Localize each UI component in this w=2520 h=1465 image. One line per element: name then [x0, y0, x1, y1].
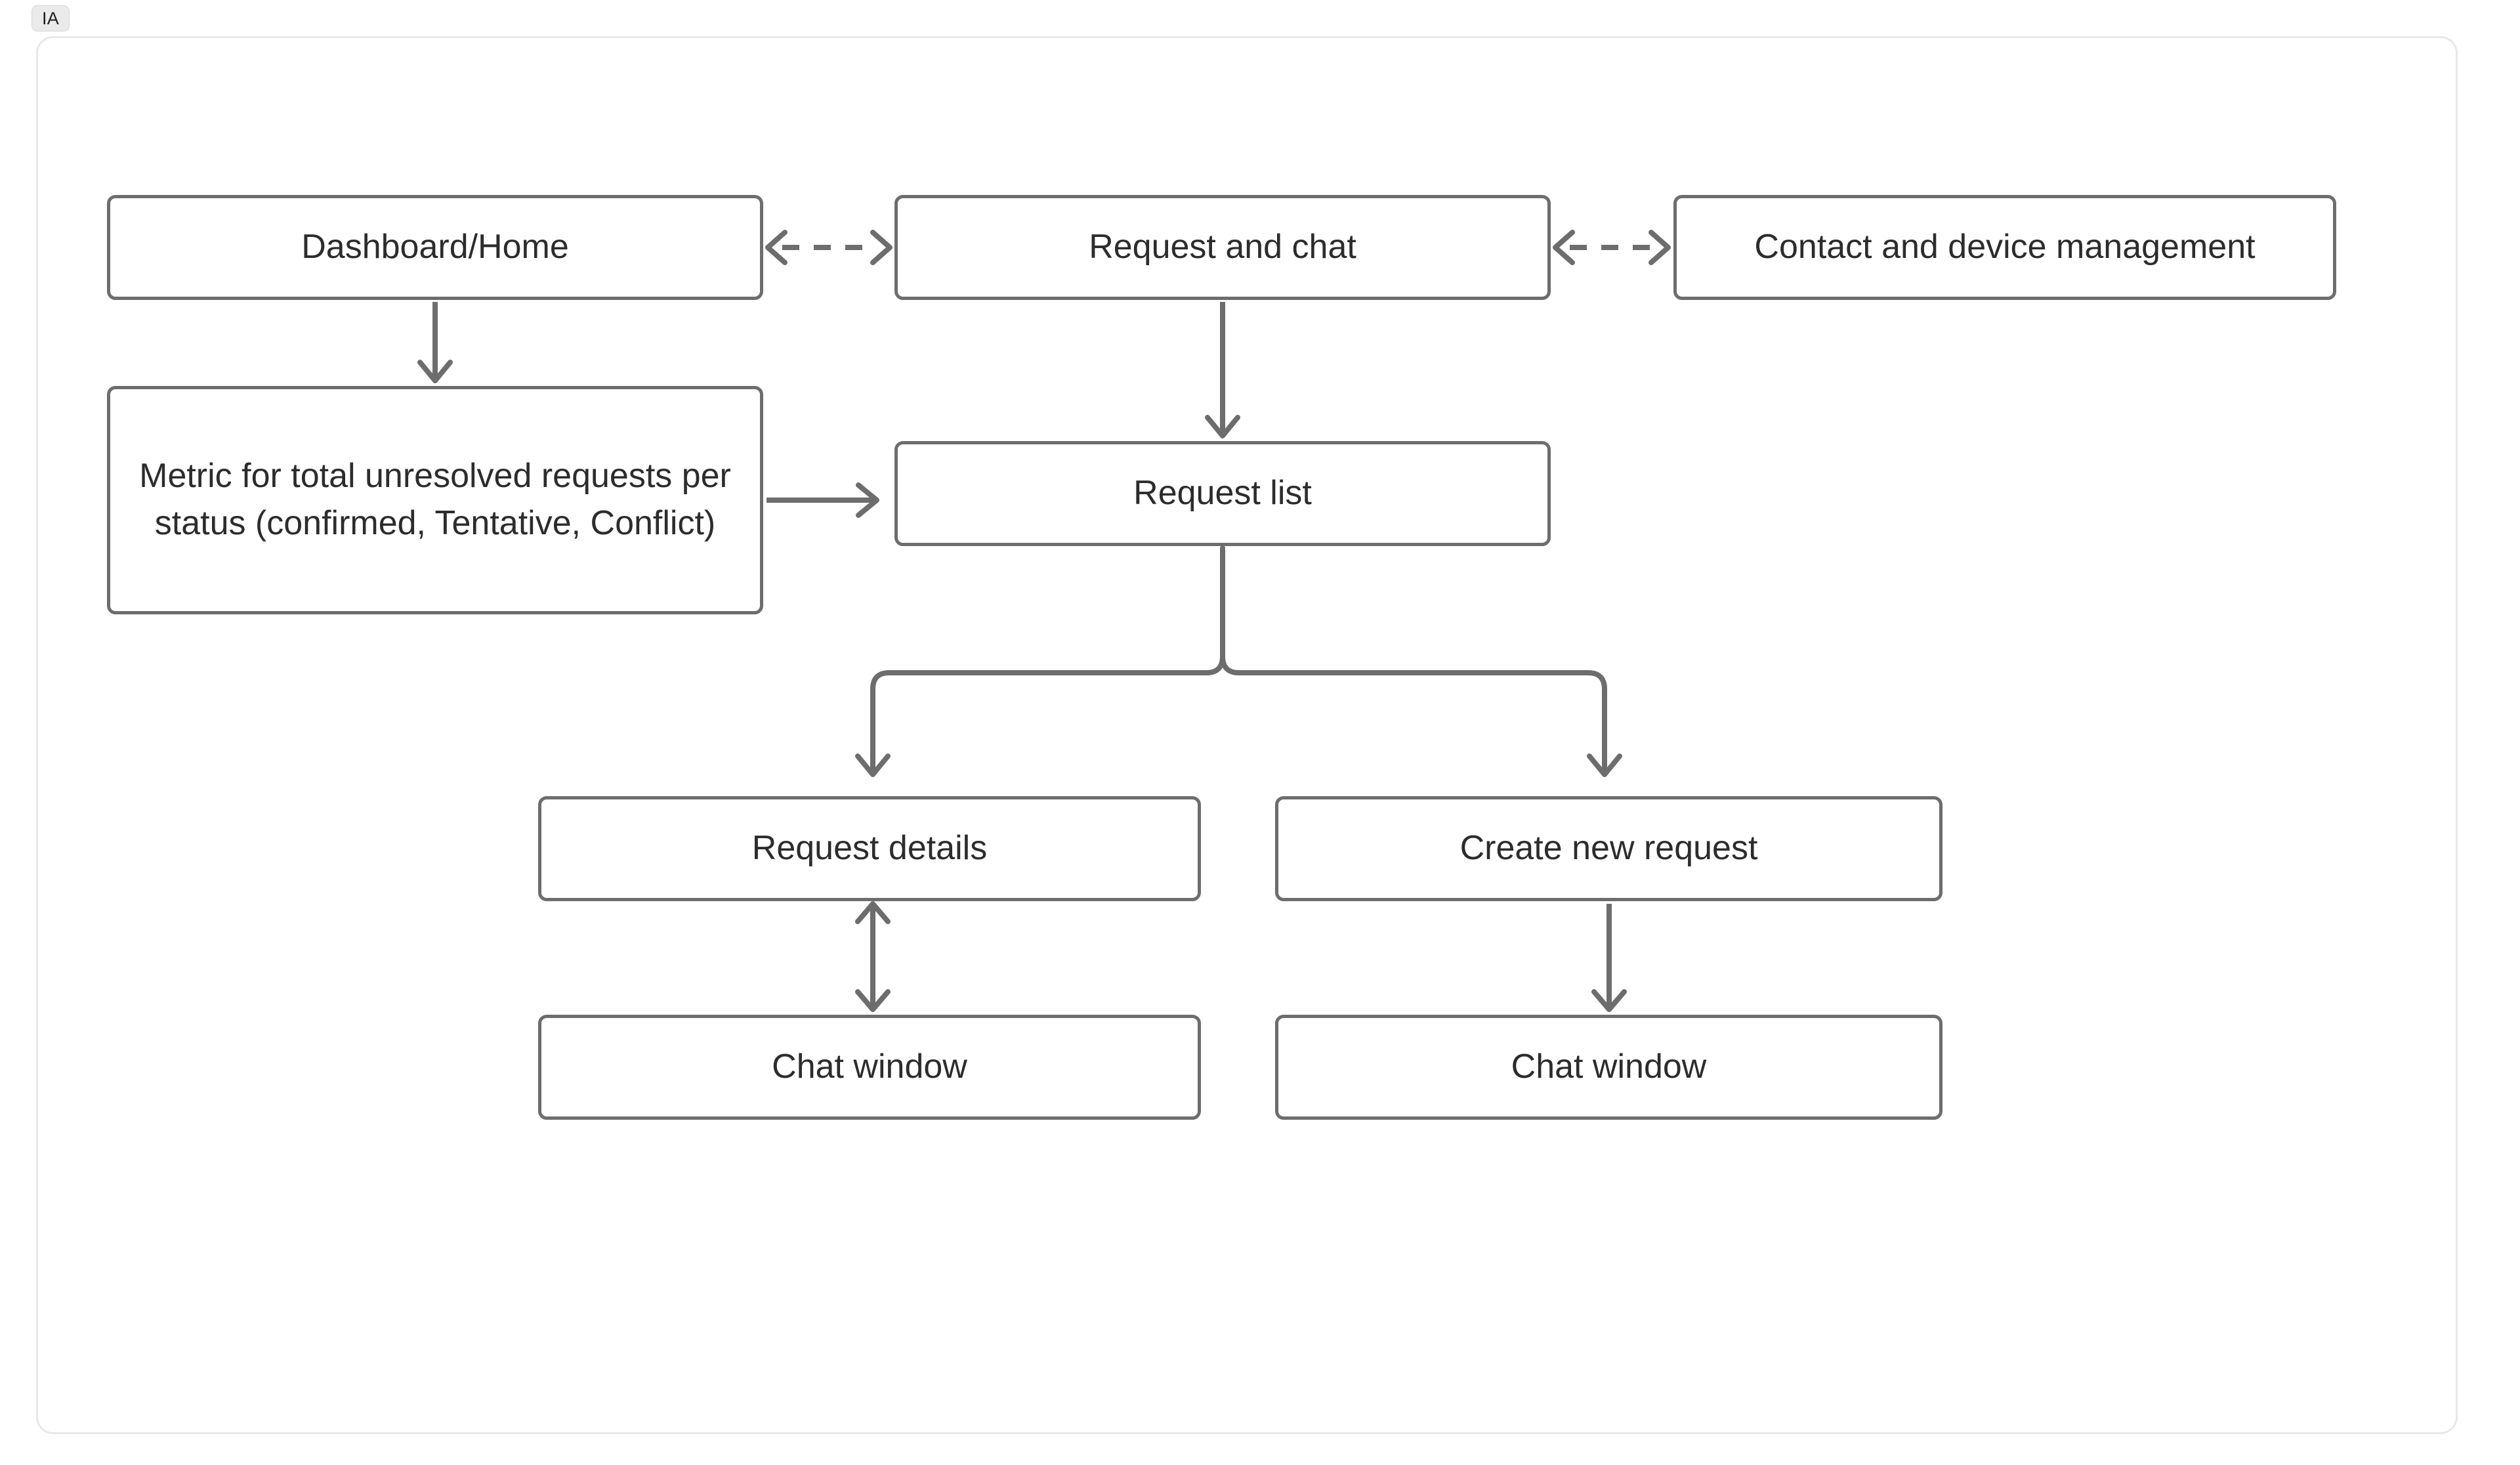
edge-create-request-to-chat-right [1591, 904, 1627, 1012]
node-chat-window-create[interactable]: Chat window [1275, 1015, 1942, 1120]
node-request-details[interactable]: Request details [538, 796, 1201, 901]
node-create-new-request[interactable]: Create new request [1275, 796, 1942, 901]
node-contact-and-device-management[interactable]: Contact and device management [1673, 195, 2336, 300]
node-label: Request and chat [1089, 228, 1356, 266]
edge-request-chat-to-dashboard [765, 230, 892, 265]
node-label: Dashboard/Home [301, 228, 569, 266]
edge-request-chat-to-request-list [1205, 302, 1240, 438]
node-metric-unresolved-requests[interactable]: Metric for total unresolved requests per… [107, 386, 763, 614]
node-label: Request details [751, 829, 988, 868]
ia-badge-label: IA [41, 8, 60, 28]
node-label: Chat window [772, 1048, 967, 1086]
node-dashboard-home[interactable]: Dashboard/Home [107, 195, 763, 300]
edge-metric-to-request-list [766, 482, 879, 518]
ia-badge[interactable]: IA [32, 5, 70, 32]
node-label: Contact and device management [1754, 228, 2256, 266]
node-label: Create new request [1460, 829, 1758, 868]
edge-request-details-to-chat-left [855, 901, 891, 1012]
node-label: Chat window [1511, 1048, 1707, 1086]
node-chat-window-details[interactable]: Chat window [538, 1015, 1201, 1120]
node-request-list[interactable]: Request list [894, 441, 1551, 546]
node-label: Request list [1133, 474, 1312, 513]
edge-dashboard-to-metric [417, 302, 453, 383]
node-label: Metric for total unresolved requests per… [139, 457, 731, 542]
edge-request-list-branch [855, 545, 1622, 777]
edge-request-chat-to-contact-device [1553, 230, 1671, 265]
node-request-and-chat[interactable]: Request and chat [894, 195, 1551, 300]
